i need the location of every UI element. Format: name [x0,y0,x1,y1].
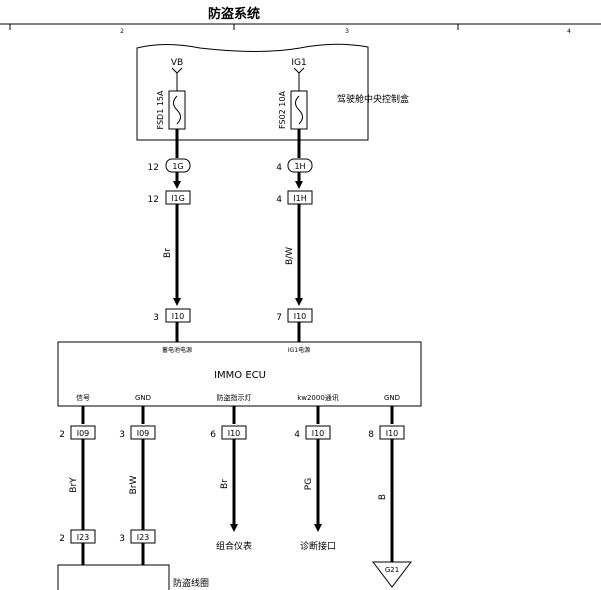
destination-diagnostic: 诊断接口 [300,540,336,552]
i23-pin-a: 2 [59,534,65,544]
connector-i10-out-b-label: I10 [312,429,325,438]
ruler-mark-3: 3 [345,28,349,35]
ecu-output-function-3: 防盗指示灯 [217,393,252,402]
fuse-label-ig1: FS02 10A [278,91,287,129]
wire-color-br-top: Br [163,248,173,258]
i23-pin-b: 3 [119,534,125,544]
connector-i10-out-c-label: I10 [386,429,399,438]
ecu-output-function-4: kw2000通讯 [297,393,339,402]
terminal-symbol-vb [171,67,183,91]
ecu-input-pin-3: 3 [153,313,159,323]
coil-label: 防盗线圈 [173,577,209,589]
wire-color-bry: BrY [69,477,79,493]
conn-1g-pin: 12 [148,163,159,173]
connector-i10-in-a-label: I10 [172,312,185,321]
connector-i09-a-label: I09 [77,429,90,438]
coil-box [57,564,170,590]
wire-color-br-out: Br [220,479,230,489]
out-pin-3: 6 [210,430,216,440]
connector-1g-label: 1G [172,162,183,171]
conn-i1g-pin: 12 [148,195,159,205]
ecu-output-function-2: GND [135,394,151,402]
ecu-name: IMMO ECU [214,370,266,381]
central-box-outline [136,43,369,141]
power-source-ig1: IG1 [291,58,306,68]
ecu-input-pin-7: 7 [276,313,282,323]
connector-1h-label: 1H [294,162,305,171]
destination-cluster: 组合仪表 [216,540,252,552]
conn-i1h-pin: 4 [276,195,282,205]
connector-i09-b-label: I09 [137,429,150,438]
terminal-symbol-ig1 [293,67,305,91]
power-source-vb: VB [171,58,183,68]
connector-i23-b-label: I23 [137,533,150,542]
wire-color-pg: PG [304,478,314,490]
wire-color-brw: BrW [129,476,139,495]
ruler-mark-4: 4 [567,28,571,35]
out-pin-5: 8 [368,430,374,440]
connector-i1h-label: I1H [293,194,306,203]
wire-color-b: B [378,494,388,500]
fuse-element-ig1 [295,95,303,125]
ecu-output-function-1: 信号 [76,393,90,402]
central-box-label: 驾驶舱中央控制盒 [337,93,409,105]
connector-i23-a-label: I23 [77,533,90,542]
fuse-label-vb: FSD1 15A [156,90,165,130]
out-pin-1: 2 [59,430,65,440]
ecu-box [57,341,422,407]
out-pin-4: 4 [294,430,300,440]
connector-i10-in-b-label: I10 [294,312,307,321]
ecu-output-function-5: GND [384,394,400,402]
ground-label: G21 [385,566,399,574]
connector-i10-out-a-label: I10 [228,429,241,438]
conn-1h-pin: 4 [276,163,282,173]
ecu-input-function-b: IG1电源 [288,346,310,354]
page-title: 防盗系统 [208,6,260,22]
wire-color-bw-top: B/W [285,247,295,265]
ground-symbol [371,561,413,588]
connector-i1g-label: I1G [171,194,185,203]
out-pin-2: 3 [119,430,125,440]
fuse-element-vb [173,95,181,125]
ecu-input-function-a: 蓄电池电源 [162,346,192,354]
ruler-mark-2: 2 [120,28,124,35]
